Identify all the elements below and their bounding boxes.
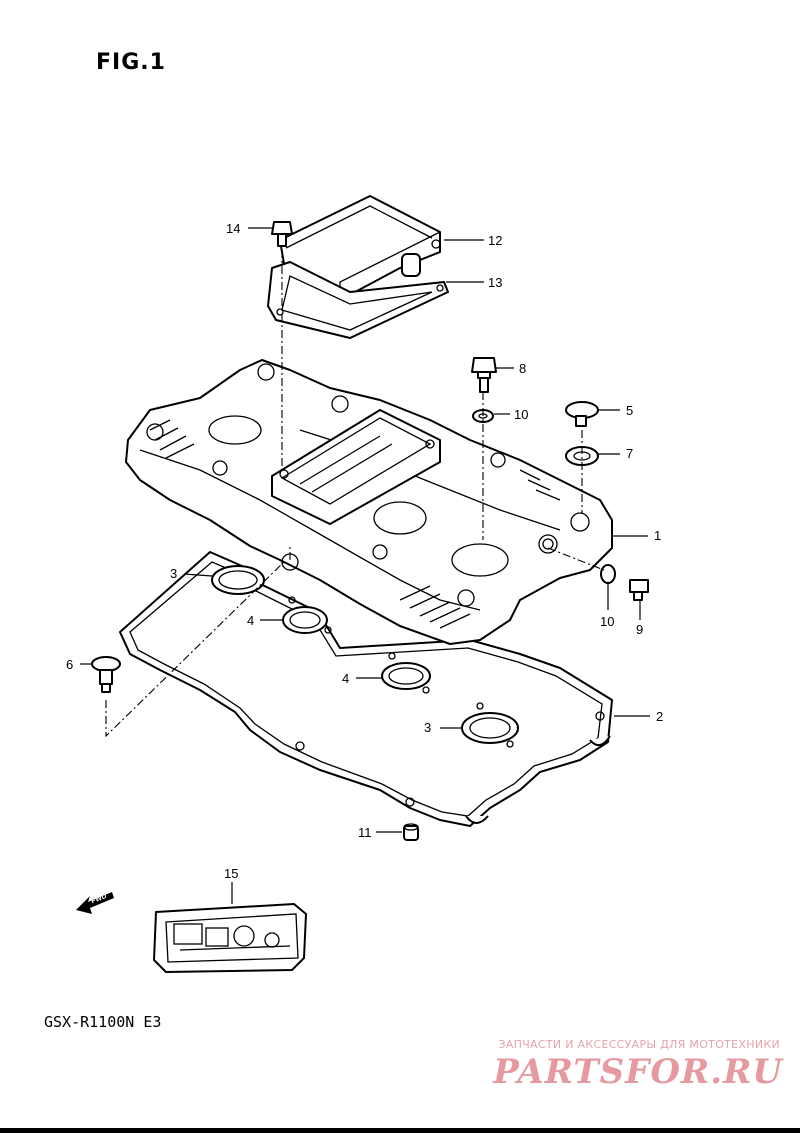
breather-gasket bbox=[267, 261, 449, 339]
orings bbox=[211, 565, 519, 748]
callout-4a: 4 bbox=[247, 613, 254, 628]
dowel-11 bbox=[403, 823, 419, 841]
callout-1: 1 bbox=[654, 528, 661, 543]
model-code: GSX-R1100N E3 bbox=[44, 1013, 162, 1031]
washer-10-lower bbox=[600, 564, 616, 584]
callout-3b: 3 bbox=[424, 720, 431, 735]
callout-8: 8 bbox=[519, 361, 526, 376]
callout-9: 9 bbox=[636, 622, 643, 637]
gasket-set-15 bbox=[153, 903, 307, 973]
cylinder-head-cover bbox=[125, 359, 613, 645]
callout-13: 13 bbox=[488, 275, 502, 290]
watermark-tagline: ЗАПЧАСТИ И АКСЕССУАРЫ ДЛЯ МОТОТЕХНИКИ bbox=[498, 1038, 780, 1051]
callout-2: 2 bbox=[656, 709, 663, 724]
callout-12: 12 bbox=[488, 233, 502, 248]
figure-title: FIG.1 bbox=[96, 50, 166, 75]
callout-4b: 4 bbox=[342, 671, 349, 686]
callout-10b: 10 bbox=[600, 614, 614, 629]
watermark-logo: PARTSFOR.RU bbox=[493, 1052, 783, 1092]
fwd-arrow-icon bbox=[76, 892, 114, 914]
callout-11: 11 bbox=[358, 825, 372, 840]
bolt-6 bbox=[91, 656, 121, 693]
bolt-8 bbox=[471, 357, 497, 393]
callout-10a: 10 bbox=[514, 407, 528, 422]
assembly-lines bbox=[105, 250, 605, 738]
plug-9 bbox=[629, 579, 649, 601]
leader-lines bbox=[80, 227, 650, 904]
callout-7: 7 bbox=[626, 446, 633, 461]
callout-15: 15 bbox=[224, 866, 238, 881]
callout-5: 5 bbox=[626, 403, 633, 418]
callout-3a: 3 bbox=[170, 566, 177, 581]
callout-6: 6 bbox=[66, 657, 73, 672]
callout-14: 14 bbox=[226, 221, 240, 236]
bolt-14 bbox=[271, 221, 293, 247]
bolt-5 bbox=[565, 401, 599, 427]
bottom-border bbox=[0, 1128, 800, 1133]
breather-cover bbox=[279, 195, 441, 301]
